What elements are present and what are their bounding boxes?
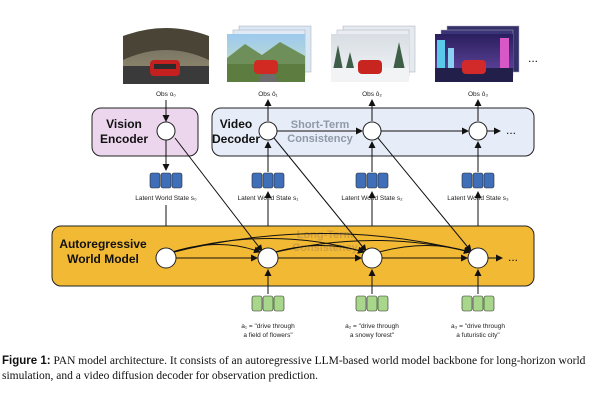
action-token-0-1	[262, 295, 274, 312]
world-node-2	[361, 247, 383, 269]
action-token-2-1	[472, 295, 484, 312]
latent-token-1-1	[262, 172, 274, 189]
latent-token-1-2	[273, 172, 285, 189]
observation-label-2: Obs ô₂	[362, 91, 382, 98]
action-label-3-line2: a futuristic city"	[456, 332, 500, 339]
observation-image-2	[331, 25, 416, 82]
world-node-1	[257, 247, 279, 269]
vision-encoder-box: Vision Encoder	[91, 107, 199, 157]
latent-token-1-0	[251, 172, 263, 189]
observation-label-0: Obs o₀	[156, 91, 176, 98]
action-label-2-line1: a₂ = "drive through	[345, 323, 399, 330]
figure-label: Figure 1:	[2, 355, 51, 367]
encoder-node	[156, 121, 176, 141]
figure-caption: Figure 1: PAN model architecture. It con…	[2, 354, 598, 384]
decoder-node-1	[258, 121, 278, 141]
long-term-consistency-line2: Consistency	[292, 242, 358, 254]
long-term-consistency-line1: Long-Term	[297, 229, 354, 241]
action-token-2-0	[461, 295, 473, 312]
vision-encoder-title-line1: Vision	[106, 117, 142, 131]
vision-encoder-title-line2: Encoder	[100, 132, 148, 146]
latent-token-3-2	[483, 172, 495, 189]
observation-image-3	[435, 25, 520, 82]
action-label-1-line2: a field of flowers"	[243, 332, 293, 339]
world-model-title-line2: World Model	[67, 252, 139, 266]
video-decoder-title-line2: Decoder	[212, 132, 260, 146]
action-token-1-2	[377, 295, 389, 312]
observation-ellipsis: ...	[528, 51, 538, 65]
short-term-consistency-line2: Consistency	[287, 133, 353, 145]
latent-token-2-2	[377, 172, 389, 189]
observation-image-1	[227, 25, 312, 82]
observation-label-3: Obs ô₃	[468, 91, 488, 98]
observation-label-1: Obs ô₁	[258, 91, 278, 98]
action-token-2-2	[483, 295, 495, 312]
action-token-0-2	[273, 295, 285, 312]
world-ellipsis: ...	[508, 250, 518, 264]
world-model-title-line1: Autoregressive	[59, 237, 147, 251]
latent-token-3-0	[461, 172, 473, 189]
world-model-box: Autoregressive World Model Long-Term Con…	[51, 225, 535, 287]
action-token-1-1	[366, 295, 378, 312]
latent-token-0-1	[160, 172, 172, 189]
world-node-3	[467, 247, 489, 269]
decoder-node-2	[362, 121, 382, 141]
decoder-ellipsis: ...	[506, 123, 516, 137]
action-label-2-line2: a snowy forest"	[350, 332, 395, 339]
observation-image-0	[123, 28, 209, 84]
action-label-3-line1: a₃ = "drive through	[451, 323, 505, 330]
action-label-1-line1: a₁ = "drive through	[241, 323, 295, 330]
latent-token-3-1	[472, 172, 484, 189]
latent-token-0-0	[149, 172, 161, 189]
world-node-0	[155, 247, 177, 269]
short-term-consistency-line1: Short-Term	[291, 119, 350, 131]
latent-token-0-2	[171, 172, 183, 189]
latent-token-2-1	[366, 172, 378, 189]
latent-state-label-0: Latent World State s₀	[135, 195, 197, 202]
caption-text: PAN model architecture. It consists of a…	[2, 355, 586, 382]
action-token-1-0	[355, 295, 367, 312]
latent-token-2-0	[355, 172, 367, 189]
video-decoder-box: Video Decoder Short-Term Consistency ...	[211, 107, 535, 157]
video-decoder-title-line1: Video	[220, 117, 252, 131]
action-token-0-0	[251, 295, 263, 312]
decoder-node-3	[468, 121, 488, 141]
